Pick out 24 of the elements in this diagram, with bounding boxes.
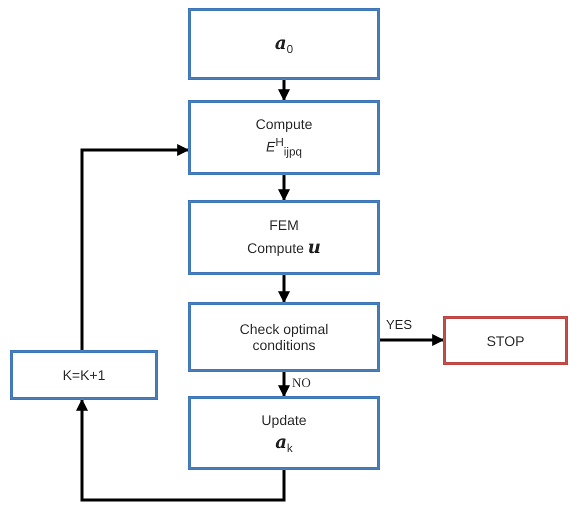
arrow: [76, 398, 286, 502]
process-box: [188, 396, 380, 470]
arrow: [278, 275, 290, 304]
arrow: [278, 80, 290, 102]
arrow: [80, 144, 190, 350]
process-box: [188, 302, 380, 372]
node-text: a$_{k}$: [275, 432, 293, 454]
node-text: K=K+1: [62, 367, 106, 383]
terminal-box: [443, 316, 568, 365]
process-box: [10, 350, 158, 400]
node-text: a$_{0}$: [274, 32, 294, 56]
node-text: Update: [261, 412, 307, 428]
arrow: [380, 334, 444, 346]
node-text: STOP: [486, 332, 524, 348]
node-text: FEM: [269, 217, 299, 233]
process-box: [188, 200, 380, 275]
arrow: [278, 175, 290, 202]
node-text: Check optimal conditions: [238, 321, 330, 353]
process-box: [188, 100, 380, 175]
arrow: [278, 372, 290, 398]
node-text: Compute u: [247, 237, 321, 258]
node-text: Compute: [256, 116, 312, 132]
process-box: [188, 8, 380, 80]
edge-label: YES: [384, 317, 414, 332]
